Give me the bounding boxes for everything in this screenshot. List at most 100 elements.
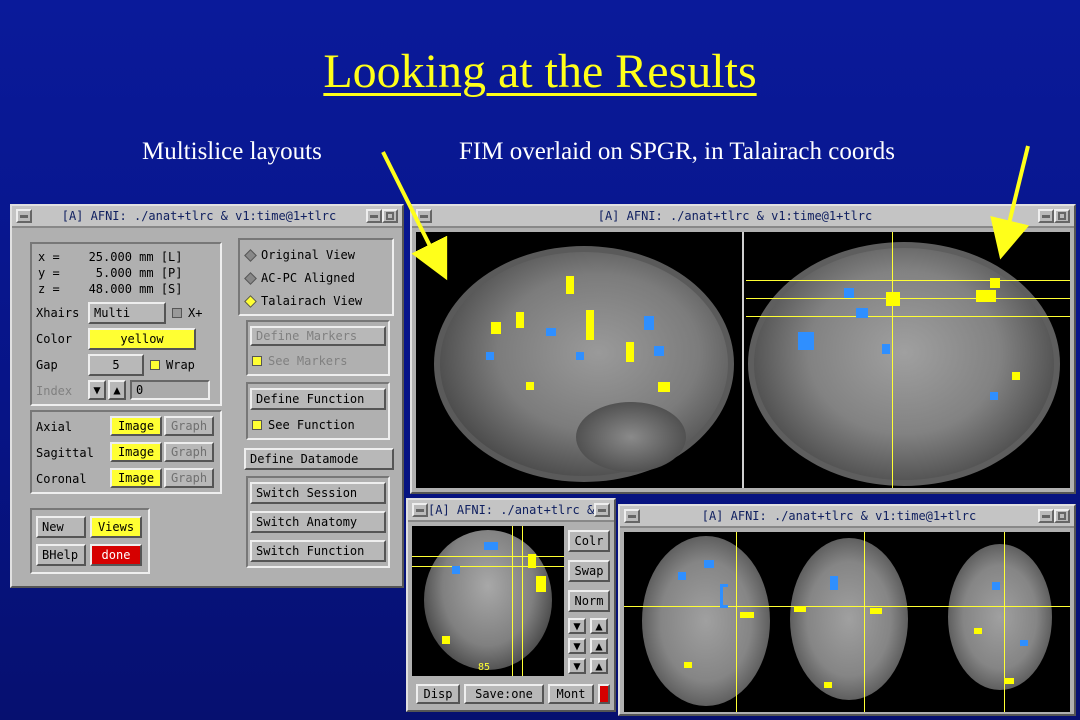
crosshair-line bbox=[746, 280, 1070, 281]
xplus-label: X+ bbox=[188, 306, 203, 320]
axial-titlebar[interactable]: [A] AFNI: ./anat+tlrc & v1:time@1+tlrc bbox=[620, 506, 1074, 528]
minimize-icon[interactable] bbox=[366, 209, 382, 223]
axial-label: Axial bbox=[36, 420, 73, 434]
xplus-toggle[interactable]: X+ bbox=[172, 306, 202, 320]
markers-panel: Define Markers See Markers bbox=[246, 320, 390, 376]
index-up-arrow-icon[interactable]: ▲ bbox=[108, 380, 126, 400]
original-view-radio[interactable]: Original View bbox=[244, 248, 355, 262]
see-markers-toggle[interactable]: See Markers bbox=[252, 354, 347, 368]
radio-diamond-icon bbox=[244, 271, 257, 285]
views-button[interactable]: Views bbox=[90, 516, 142, 538]
done-button[interactable] bbox=[598, 684, 610, 704]
axial-slice-2 bbox=[790, 538, 908, 700]
afni-controller-titlebar[interactable]: [A] AFNI: ./anat+tlrc & v1:time@1+tlrc bbox=[12, 206, 402, 228]
activation-blob bbox=[830, 576, 838, 590]
coronal-window-title: [A] AFNI: ./anat+tlrc & v bbox=[428, 503, 594, 517]
window-menu-icon[interactable] bbox=[16, 209, 32, 223]
minimize-icon[interactable] bbox=[1038, 509, 1054, 523]
switch-anatomy-button[interactable]: Switch Anatomy bbox=[250, 511, 386, 533]
define-datamode-button[interactable]: Define Datamode bbox=[244, 448, 394, 470]
activation-blob bbox=[442, 636, 450, 644]
acpc-aligned-radio[interactable]: AC-PC Aligned bbox=[244, 271, 355, 285]
color-menu[interactable]: yellow bbox=[88, 328, 196, 350]
crosshair-line bbox=[892, 232, 893, 488]
activation-blob bbox=[526, 382, 534, 390]
bhelp-button[interactable]: BHelp bbox=[36, 544, 86, 566]
window-menu-icon[interactable] bbox=[412, 503, 428, 517]
window-menu-icon[interactable] bbox=[624, 509, 640, 523]
maximize-icon[interactable] bbox=[1054, 509, 1070, 523]
coord-y: y = 5.000 mm [P] bbox=[38, 266, 183, 280]
coronal-image-button[interactable]: Image bbox=[110, 468, 162, 488]
swap-button[interactable]: Swap bbox=[568, 560, 610, 582]
define-function-button[interactable]: Define Function bbox=[250, 388, 386, 410]
up-arrow-icon[interactable]: ▲ bbox=[590, 638, 608, 654]
crosshair-line bbox=[412, 566, 564, 567]
maximize-icon[interactable] bbox=[1054, 209, 1070, 223]
minimize-icon[interactable] bbox=[1038, 209, 1054, 223]
switch-session-button[interactable]: Switch Session bbox=[250, 482, 386, 504]
crosshair-line bbox=[864, 532, 865, 712]
norm-button[interactable]: Norm bbox=[568, 590, 610, 612]
sagittal-image-view[interactable] bbox=[416, 232, 1070, 488]
save-one-button[interactable]: Save:one bbox=[464, 684, 544, 704]
axial-graph-button[interactable]: Graph bbox=[164, 416, 214, 436]
activation-blob bbox=[844, 288, 854, 298]
activation-blob bbox=[491, 322, 501, 334]
coronal-titlebar[interactable]: [A] AFNI: ./anat+tlrc & v bbox=[408, 500, 614, 522]
activation-blob bbox=[528, 554, 536, 568]
talairach-view-radio[interactable]: Talairach View bbox=[244, 294, 363, 308]
see-function-toggle[interactable]: See Function bbox=[252, 418, 355, 432]
up-arrow-icon[interactable]: ▲ bbox=[590, 658, 608, 674]
disp-button[interactable]: Disp bbox=[416, 684, 460, 704]
index-label: Index bbox=[36, 384, 73, 398]
down-arrow-icon[interactable]: ▼ bbox=[568, 658, 586, 674]
coronal-image-view[interactable]: 85 bbox=[412, 526, 564, 676]
see-markers-checkbox-icon bbox=[252, 356, 262, 366]
wrap-toggle[interactable]: Wrap bbox=[150, 358, 195, 372]
xhairs-label: Xhairs bbox=[36, 306, 80, 320]
coronal-graph-button[interactable]: Graph bbox=[164, 468, 214, 488]
activation-blob bbox=[1012, 372, 1020, 380]
index-field[interactable]: 0 bbox=[130, 380, 210, 400]
activation-blob bbox=[684, 662, 692, 668]
sagittal-image-window: [A] AFNI: ./anat+tlrc & v1:time@1+tlrc bbox=[410, 204, 1076, 494]
sagittal-graph-button[interactable]: Graph bbox=[164, 442, 214, 462]
sagittal-image-button[interactable]: Image bbox=[110, 442, 162, 462]
colr-button[interactable]: Colr bbox=[568, 530, 610, 552]
maximize-icon[interactable] bbox=[382, 209, 398, 223]
afni-controller-title: [A] AFNI: ./anat+tlrc & v1:time@1+tlrc bbox=[61, 209, 337, 223]
index-down-arrow-icon[interactable]: ▼ bbox=[88, 380, 106, 400]
xplus-checkbox-icon bbox=[172, 308, 182, 318]
done-button[interactable]: done bbox=[90, 544, 142, 566]
activation-blob bbox=[1004, 678, 1014, 684]
activation-blob bbox=[658, 382, 670, 392]
afni-controller-window: [A] AFNI: ./anat+tlrc & v1:time@1+tlrc x… bbox=[10, 204, 404, 588]
new-button[interactable]: New bbox=[36, 516, 86, 538]
switch-function-button[interactable]: Switch Function bbox=[250, 540, 386, 562]
down-arrow-icon[interactable]: ▼ bbox=[568, 618, 586, 634]
crosshair-panel: x = 25.000 mm [L] y = 5.000 mm [P] z = 4… bbox=[30, 242, 222, 406]
radio-diamond-selected-icon bbox=[244, 294, 257, 308]
activation-blob bbox=[856, 308, 868, 318]
sagittal-titlebar[interactable]: [A] AFNI: ./anat+tlrc & v1:time@1+tlrc bbox=[412, 206, 1074, 228]
axial-image-button[interactable]: Image bbox=[110, 416, 162, 436]
window-menu-icon[interactable] bbox=[416, 209, 432, 223]
activation-blob bbox=[566, 276, 574, 294]
coronal-brain bbox=[424, 530, 552, 670]
talairach-view-label: Talairach View bbox=[261, 294, 363, 308]
crosshair-line bbox=[624, 606, 1070, 607]
up-arrow-icon[interactable]: ▲ bbox=[590, 618, 608, 634]
minimize-icon[interactable] bbox=[594, 503, 610, 517]
activation-blob bbox=[794, 606, 806, 612]
xhairs-menu[interactable]: Multi bbox=[88, 302, 166, 324]
gap-menu[interactable]: 5 bbox=[88, 354, 144, 376]
axial-window-title: [A] AFNI: ./anat+tlrc & v1:time@1+tlrc bbox=[701, 509, 977, 523]
mont-button[interactable]: Mont bbox=[548, 684, 594, 704]
session-buttons-panel: New Views BHelp done bbox=[30, 508, 150, 574]
down-arrow-icon[interactable]: ▼ bbox=[568, 638, 586, 654]
coord-x: x = 25.000 mm [L] bbox=[38, 250, 183, 264]
define-markers-button[interactable]: Define Markers bbox=[250, 326, 386, 346]
activation-blob bbox=[644, 316, 654, 330]
axial-montage-view[interactable] bbox=[624, 532, 1070, 712]
